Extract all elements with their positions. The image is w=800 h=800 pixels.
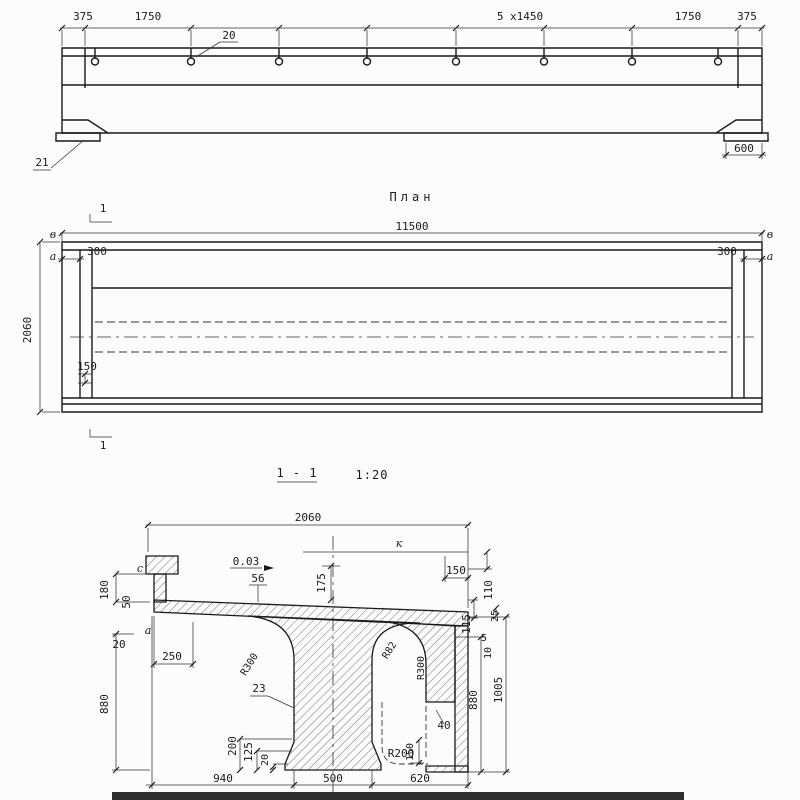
dim-125: 125 <box>242 742 255 762</box>
section-scale: 1:20 <box>356 468 389 482</box>
corner-letter-a-right: а <box>767 250 774 263</box>
radius-r82: R82 <box>380 640 399 661</box>
letter-c: с <box>137 562 143 575</box>
bottom-ledge <box>425 765 469 773</box>
dim-150-top: 150 <box>446 564 466 577</box>
dim-620: 620 <box>410 772 430 785</box>
radius-r200: R200 <box>388 747 415 760</box>
lifting-loop-icon <box>274 57 284 66</box>
callout-20: 20 <box>222 29 235 42</box>
dim-50: 50 <box>120 595 133 608</box>
dim-250: 250 <box>162 650 182 663</box>
left-flange-cap <box>145 555 179 575</box>
corner-letter-v-left: в <box>50 228 56 241</box>
dim-110: 110 <box>482 580 495 600</box>
plan-outline <box>61 241 763 413</box>
corner-letter-v-right: в <box>767 228 773 241</box>
dim-56: 56 <box>251 572 264 585</box>
dim-1750-right: 1750 <box>675 10 702 23</box>
dim-500: 500 <box>323 772 343 785</box>
center-rib <box>247 615 421 771</box>
bearing-pad-left <box>55 132 101 142</box>
scan-edge-bar <box>112 792 684 800</box>
dim-10: 10 <box>483 647 494 659</box>
section-mark-1-bottom: 1 <box>100 439 107 452</box>
dim-115: 115 <box>460 614 473 634</box>
plan-view: План 11500 300 300 2060 150 1 1 в а в а <box>21 190 773 452</box>
dim-25: 25 <box>490 610 501 622</box>
dim-2060-section: 2060 <box>295 511 322 524</box>
dim-880-right: 880 <box>467 690 480 710</box>
dim-5x1450: 5 x1450 <box>497 10 543 23</box>
dim-600: 600 <box>734 142 754 155</box>
dim-180: 180 <box>98 580 111 600</box>
slope-label: 0.03 <box>233 555 260 568</box>
dim-880-left: 880 <box>98 694 111 714</box>
dim-300-left: 300 <box>87 245 107 258</box>
lifting-loops <box>90 48 723 66</box>
dim-300-right: 300 <box>717 245 737 258</box>
left-flange-stem <box>153 573 167 603</box>
dim-1750-left: 1750 <box>135 10 162 23</box>
dim-150-bottom: 150 <box>405 743 416 761</box>
slope-arrow-icon <box>264 565 274 571</box>
lifting-loop-icon <box>186 57 196 66</box>
dim-375-left: 375 <box>73 10 93 23</box>
dim-150-plan: 150 <box>77 360 97 373</box>
dim-2060-plan: 2060 <box>21 317 34 344</box>
right-haunch <box>387 621 456 703</box>
lifting-loop-icon <box>627 57 637 66</box>
dim-40: 40 <box>437 719 450 732</box>
callout-21: 21 <box>35 156 48 169</box>
section-dimension-ticks <box>112 521 510 789</box>
section-title: 1 - 1 <box>276 466 317 480</box>
lifting-loop-icon <box>362 57 372 66</box>
plan-hidden-edges <box>95 321 729 353</box>
bearing-pad-right <box>723 132 769 142</box>
dim-23: 23 <box>252 682 265 695</box>
plan-title: План <box>390 190 435 204</box>
dim-175: 175 <box>315 573 328 593</box>
radius-r300-right: R300 <box>416 656 427 680</box>
dim-940: 940 <box>213 772 233 785</box>
dim-1005: 1005 <box>492 677 505 704</box>
section-mark-1-top: 1 <box>100 202 107 215</box>
section-dimension-lines <box>112 481 510 789</box>
dim-200: 200 <box>226 736 239 756</box>
elevation-dimension-ticks <box>58 24 766 159</box>
section-view: 1 - 1 1:20 2060 0.03 56 175 к 150 110 11… <box>98 466 510 792</box>
hidden-recess-contour <box>381 702 428 765</box>
dim-20-bottom: 20 <box>260 754 271 766</box>
dim-5: 5 <box>481 633 487 644</box>
letter-k: к <box>396 537 403 550</box>
dim-20-left: 20 <box>112 638 125 651</box>
lifting-loop-icon <box>539 57 549 66</box>
lifting-loop-stems <box>94 48 719 58</box>
letter-a: а <box>145 624 152 637</box>
plan-dimension-ticks <box>36 229 766 416</box>
elevation-dimension-lines <box>33 27 766 171</box>
corner-letter-a-left: а <box>50 250 57 263</box>
lifting-loop-icon <box>90 57 100 66</box>
lifting-loop-icon <box>713 57 723 66</box>
radius-r300-left: R300 <box>239 652 261 678</box>
beam-outline <box>61 47 763 134</box>
dim-375-right: 375 <box>737 10 757 23</box>
dim-11500: 11500 <box>395 220 428 233</box>
lifting-loop-icon <box>451 57 461 66</box>
elevation-view: 375 1750 5 x1450 1750 375 20 21 600 <box>33 10 769 171</box>
